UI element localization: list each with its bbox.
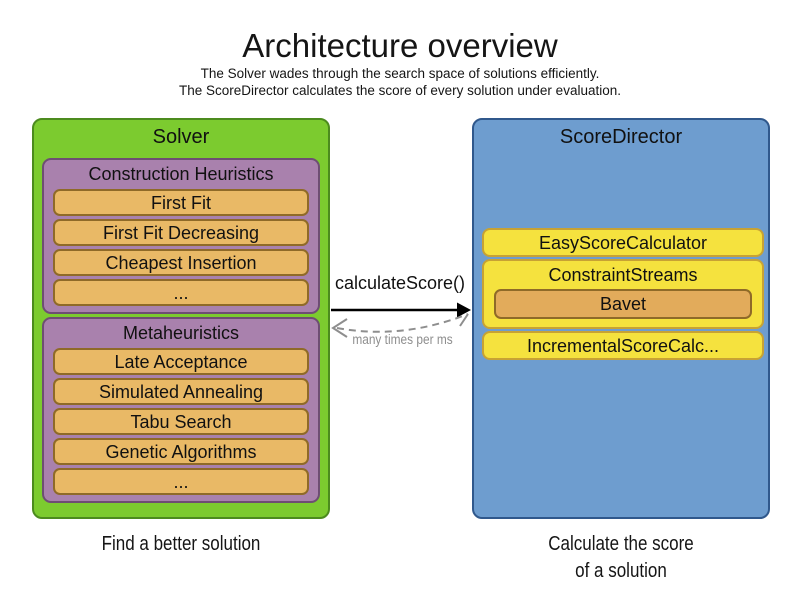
list-item: ...: [53, 468, 309, 495]
calculate-score-label: calculateScore(): [334, 273, 466, 293]
list-item: Cheapest Insertion: [53, 249, 309, 276]
construction-heuristics-group: Construction Heuristics First Fit First …: [42, 158, 320, 314]
construction-heuristics-title: Construction Heuristics: [88, 164, 274, 184]
list-item: ...: [53, 279, 309, 306]
bavet-box: Bavet: [494, 289, 752, 319]
list-item: Late Acceptance: [53, 348, 309, 375]
score-director-caption-line-2: of a solution: [575, 560, 667, 582]
constraint-streams-box: ConstraintStreams Bavet: [482, 259, 764, 329]
list-item: Simulated Annealing: [53, 378, 309, 405]
solver-caption: Find a better solution: [101, 533, 261, 555]
calculate-score-arrow: [331, 302, 471, 318]
subtitle-line-1: The Solver wades through the search spac…: [200, 66, 600, 81]
score-director-box: ScoreDirector EasyScoreCalculator Constr…: [472, 118, 770, 519]
score-director-caption: Calculate the score of a solution: [494, 531, 747, 585]
many-times-label: many times per ms: [352, 332, 453, 347]
list-item: Tabu Search: [53, 408, 309, 435]
solver-box: Solver Construction Heuristics First Fit…: [32, 118, 330, 519]
metaheuristics-title: Metaheuristics: [122, 323, 240, 343]
constraint-streams-label: ConstraintStreams: [548, 265, 698, 285]
score-director-title: ScoreDirector: [559, 126, 683, 148]
easy-score-calculator-box: EasyScoreCalculator: [482, 228, 764, 257]
list-item: Genetic Algorithms: [53, 438, 309, 465]
subtitle-line-2: The ScoreDirector calculates the score o…: [179, 83, 621, 98]
page-title: Architecture overview: [242, 27, 558, 64]
incremental-score-calculator-box: IncrementalScoreCalc...: [482, 331, 764, 360]
solver-title: Solver: [152, 126, 210, 148]
list-item: First Fit: [53, 189, 309, 216]
score-director-caption-line-1: Calculate the score: [548, 533, 694, 555]
list-item: First Fit Decreasing: [53, 219, 309, 246]
metaheuristics-group: Metaheuristics Late Acceptance Simulated…: [42, 317, 320, 503]
